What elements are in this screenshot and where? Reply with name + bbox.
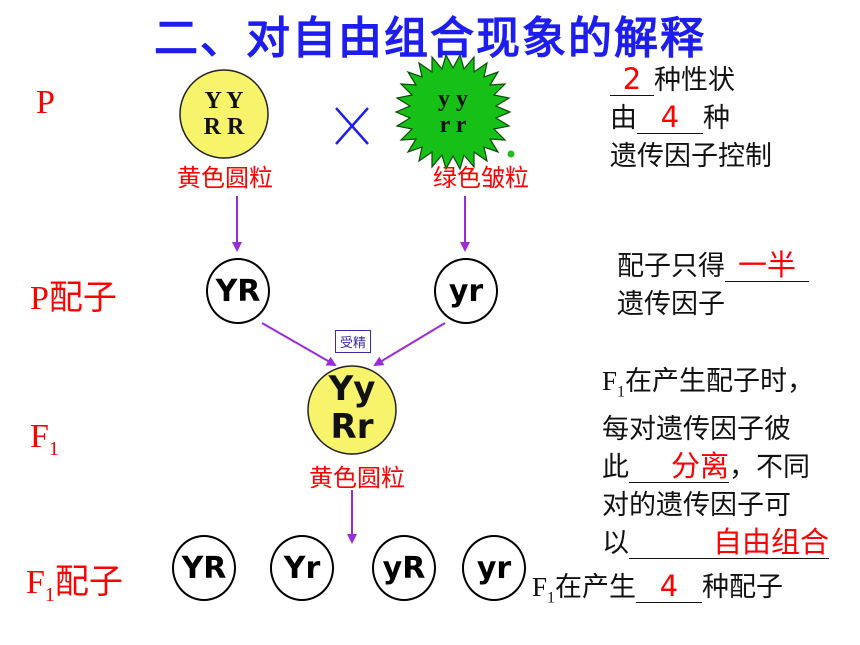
- row-label-p: P: [36, 84, 55, 121]
- yellow-parent-genotype: Y Y R R: [203, 88, 245, 140]
- page-title: 二、对自由组合现象的解释: [154, 13, 706, 64]
- green-wrinkled-pea-parent: [394, 53, 512, 171]
- f1-gamete-Yr: Yr: [270, 535, 334, 601]
- p-gamete-YR: YR: [206, 258, 270, 324]
- f1-gamete-yR: yR: [372, 535, 436, 601]
- blank-segregate: 分离: [629, 450, 729, 484]
- blank-factor-count: 4: [637, 101, 703, 134]
- blank-gamete-types: 4: [636, 570, 703, 603]
- f1-gamete-YR: YR: [172, 535, 236, 601]
- row-label-f1-gametes: F1配子: [26, 564, 123, 606]
- green-parent-phenotype: 绿色皱粒: [433, 164, 529, 192]
- row-label-f1: F1: [30, 418, 59, 460]
- f1-phenotype: 黄色圆粒: [309, 464, 405, 492]
- note-segregation: F1在产生配子时， 每对遗传因子彼 此分离，不同 对的遗传因子可 以自由组合: [602, 366, 829, 560]
- fertilization-label: 受精: [335, 330, 372, 353]
- green-parent-genotype: y y r r: [438, 86, 468, 138]
- blank-trait-count: 2: [610, 63, 654, 96]
- f1-genotype: Yy Rr: [328, 369, 376, 447]
- blank-half: 一半: [725, 249, 809, 282]
- yellow-parent-phenotype: 黄色圆粒: [177, 164, 273, 192]
- note-gamete-half: 配子只得一半 遗传因子: [617, 248, 847, 324]
- yellow-pea-f1: [307, 365, 397, 455]
- f1-gamete-yr: yr: [462, 535, 526, 601]
- p-gamete-yr: yr: [434, 258, 498, 324]
- row-label-p-gametes: P配子: [30, 280, 117, 317]
- blank-free-combination: 自由组合: [629, 526, 829, 560]
- yellow-pea-parent: [179, 69, 269, 159]
